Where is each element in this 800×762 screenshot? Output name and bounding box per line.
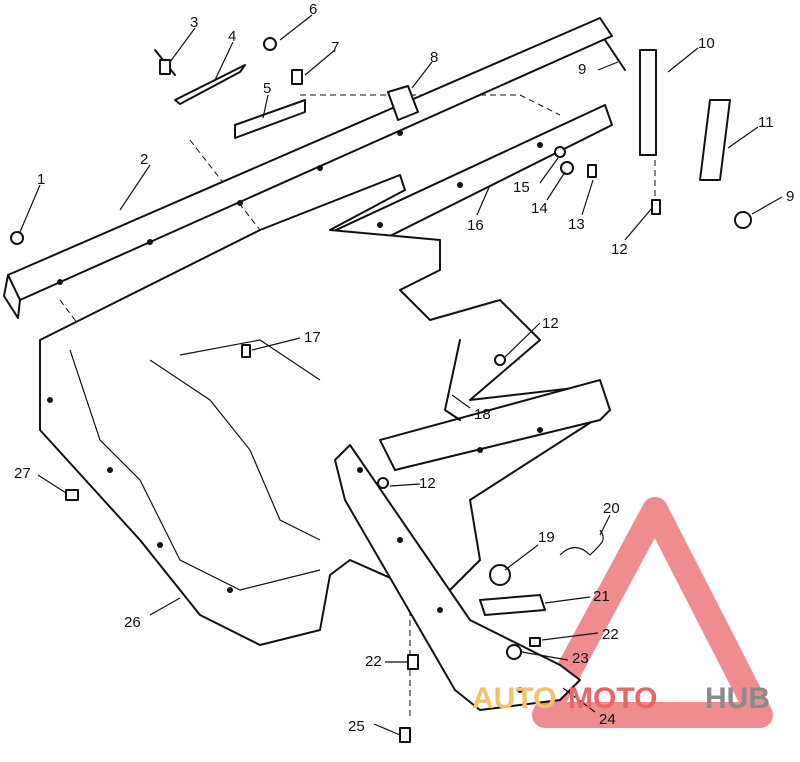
callout-6: 6 (309, 1, 317, 18)
pin-13 (587, 164, 597, 178)
callout-3: 3 (190, 14, 198, 31)
callout-21: 21 (593, 588, 610, 605)
callout-7: 7 (331, 39, 339, 56)
watermark-hub: HUB (705, 682, 770, 715)
cap-9 (734, 211, 752, 229)
spring-20 (559, 529, 604, 556)
bracket-8 (387, 85, 419, 121)
callout-9b: 9 (786, 188, 794, 205)
callout-15: 15 (513, 179, 530, 196)
callout-26: 26 (124, 614, 141, 631)
callout-2: 2 (140, 151, 148, 168)
callout-10: 10 (698, 35, 715, 52)
callout-1: 1 (37, 171, 45, 188)
clip-12-c (377, 477, 389, 489)
callout-27: 27 (14, 465, 31, 482)
callout-14: 14 (531, 200, 548, 217)
callout-13: 13 (568, 216, 585, 233)
callout-5: 5 (263, 80, 271, 97)
bolt-22 (407, 654, 419, 670)
callout-17: 17 (304, 329, 321, 346)
small-hardware (10, 37, 752, 743)
bolt-27 (65, 489, 79, 501)
main-bumper-body (39, 174, 611, 646)
clip-3 (159, 59, 171, 75)
bolt-1 (10, 231, 24, 245)
bolt-7 (291, 69, 303, 85)
callout-18: 18 (474, 406, 491, 423)
callout-24: 24 (599, 711, 616, 728)
watermark-auto: AUTO (472, 682, 556, 715)
hinge-10 (639, 49, 657, 156)
plate-5 (234, 99, 306, 139)
pin-22 (529, 637, 541, 647)
nut-6 (263, 37, 277, 51)
leader-lines (19, 14, 783, 736)
callout-12a: 12 (611, 241, 628, 258)
clip-12-b (494, 354, 506, 366)
callout-22a: 22 (602, 626, 619, 643)
bolt-25 (399, 727, 411, 743)
rod-18 (444, 339, 461, 421)
pin-9 (604, 39, 626, 71)
callout-12b: 12 (542, 315, 559, 332)
washer-14 (560, 161, 574, 175)
front-lower-bar (334, 379, 611, 711)
callout-11: 11 (758, 114, 774, 131)
callout-20: 20 (603, 500, 620, 517)
callout-23: 23 (572, 650, 589, 667)
callout-8: 8 (430, 49, 438, 66)
callout-labels: 1 2 3 4 5 6 7 8 9 9 10 11 12 12 12 13 14… (14, 1, 794, 735)
bracket-21 (479, 594, 546, 616)
watermark-logo (532, 497, 773, 728)
watermark-moto: MOTO (568, 682, 657, 715)
callout-16: 16 (467, 217, 484, 234)
callout-12c: 12 (419, 475, 436, 492)
clip-17 (241, 344, 251, 358)
strut-11 (699, 99, 731, 181)
callout-25: 25 (348, 718, 365, 735)
clip-12 (651, 199, 661, 215)
watermark-text: AUTO MOTO HUB (472, 682, 770, 715)
callout-19: 19 (538, 529, 555, 546)
pivot-23 (506, 644, 522, 660)
callout-4: 4 (228, 28, 236, 45)
strip-4 (174, 64, 246, 105)
washer-15 (554, 146, 566, 158)
callout-22b: 22 (365, 653, 382, 670)
callout-9a: 9 (578, 61, 586, 78)
